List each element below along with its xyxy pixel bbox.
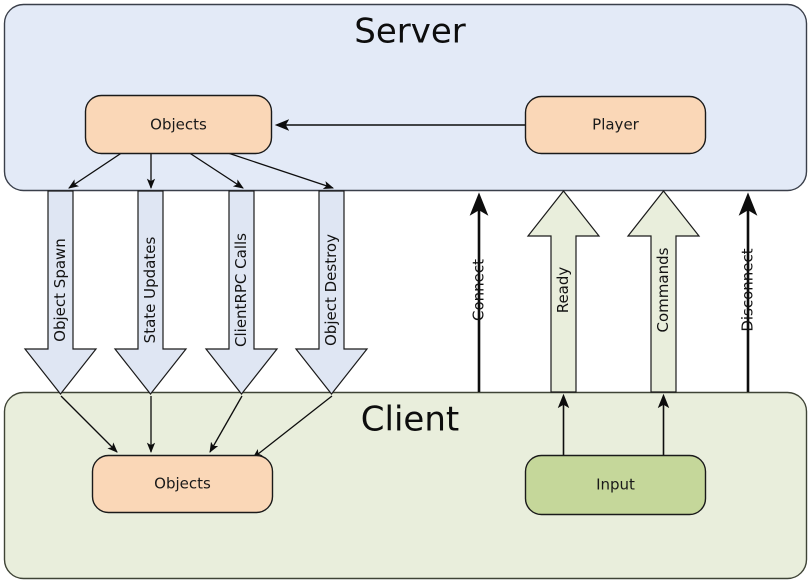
object-destroy-label: Object Destroy <box>322 234 340 346</box>
flow-arrow-object-spawn: Object Spawn <box>23 190 98 395</box>
flow-arrow-connect: Connect <box>470 192 489 392</box>
client-panel-background <box>3 391 808 580</box>
server-player-label: Player <box>592 116 640 134</box>
fanin-arrow-3 <box>209 395 243 453</box>
commands-label: Commands <box>654 247 672 332</box>
commands-arrow-shape <box>626 190 701 393</box>
client-objects-fanin-arrows <box>60 395 333 459</box>
clientrpc-calls-arrow-shape <box>204 190 279 395</box>
node-client-input[interactable]: Input <box>524 454 707 516</box>
disconnect-label: Disconnect <box>739 248 757 331</box>
object-spawn-label: Object Spawn <box>51 238 69 342</box>
fanout-arrow-1 <box>68 151 124 189</box>
fanin-arrow-1 <box>60 395 118 453</box>
ready-arrow-shape <box>526 190 601 393</box>
state-updates-label: State Updates <box>141 237 159 344</box>
input-to-flows-links <box>557 393 670 455</box>
fanout-arrow-3 <box>187 151 244 189</box>
flow-arrow-clientrpc-calls: ClientRPC Calls <box>204 190 279 395</box>
client-input-label: Input <box>596 476 635 494</box>
flow-arrow-commands: Commands <box>626 190 701 393</box>
object-destroy-arrow-shape <box>294 190 369 395</box>
object-spawn-arrow-shape <box>23 190 98 395</box>
client-objects-box[interactable] <box>91 454 274 514</box>
ready-label: Ready <box>554 267 572 314</box>
server-panel-title: Server <box>354 12 466 52</box>
client-objects-label: Objects <box>154 475 211 493</box>
connect-label: Connect <box>470 259 488 321</box>
flow-arrow-object-destroy: Object Destroy <box>294 190 369 395</box>
server-objects-fanout-arrows <box>68 151 334 190</box>
client-input-box[interactable] <box>524 454 707 516</box>
node-client-objects[interactable]: Objects <box>91 454 274 514</box>
client-panel: Client <box>3 391 808 580</box>
flow-arrow-ready: Ready <box>526 190 601 393</box>
server-player-box[interactable] <box>524 95 707 155</box>
node-server-objects[interactable]: Objects <box>84 94 273 155</box>
state-updates-arrow-shape <box>113 190 188 395</box>
flow-arrow-disconnect: Disconnect <box>739 192 758 392</box>
client-panel-title: Client <box>361 400 459 440</box>
clientrpc-calls-label: ClientRPC Calls <box>232 233 250 347</box>
flow-arrow-state-updates: State Updates <box>113 190 188 395</box>
server-objects-label: Objects <box>150 116 207 134</box>
server-objects-box[interactable] <box>84 94 273 155</box>
fanout-arrow-4 <box>224 151 334 189</box>
node-server-player[interactable]: Player <box>524 95 707 155</box>
fanin-arrow-4 <box>252 395 333 459</box>
